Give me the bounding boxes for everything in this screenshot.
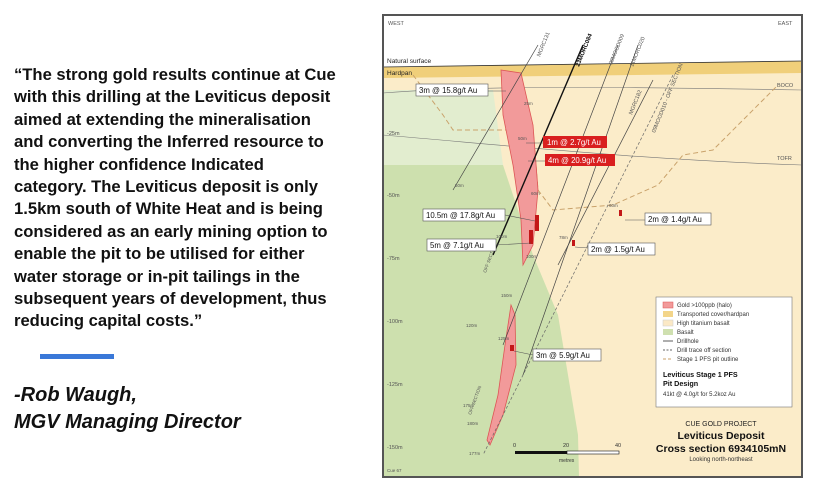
quote-line: “The strong gold results continue at Cue	[14, 65, 336, 84]
scale-bar: 0 20 40 metres	[513, 443, 621, 464]
hardpan-layer	[383, 61, 802, 78]
hole-depth-mark: 180m	[467, 421, 479, 426]
depth-label: -100m	[387, 319, 403, 325]
natural-surface-label: Natural surface	[387, 58, 431, 65]
depth-label: -150m	[387, 445, 403, 451]
pit-outline	[412, 74, 779, 211]
weathered-basalt-zone	[383, 90, 503, 165]
intercept-label: 10.5m @ 17.8g/t Au	[422, 208, 506, 222]
hole-depth-mark: 100m	[526, 254, 538, 259]
depth-label: -50m	[387, 193, 400, 199]
intercept-label: 5m @ 7.1g/t Au	[426, 238, 497, 252]
quote-line: subsequent years of development, thus	[14, 289, 327, 309]
author-name: -Rob Waugh,	[14, 384, 137, 406]
intercept-label: 1m @ 2.7g/t Au	[543, 136, 607, 148]
quote-line: reducing capital costs.”	[14, 311, 203, 331]
hole-depth-mark: 150m	[501, 293, 513, 298]
legend-item: Gold >100ppb (halo)	[677, 303, 732, 309]
cross-section-diagram: WEST EAST Natural surface Hardpan BOCO T…	[382, 15, 803, 477]
quote-line: considered as an early mining option to	[14, 221, 328, 241]
hole-depth-mark: 120m	[466, 323, 478, 328]
west-label: WEST	[388, 21, 405, 27]
svg-text:2m @ 1.5g/t Au: 2m @ 1.5g/t Au	[591, 245, 645, 254]
drillhole	[502, 44, 619, 346]
drillhole	[452, 44, 539, 191]
depth-label: -25m	[387, 131, 400, 137]
legend-item: Drill trace off section	[677, 348, 731, 354]
boco-label: BOCO	[777, 83, 794, 89]
gold-halo-lower	[486, 303, 517, 446]
intercept-label: 2m @ 1.5g/t Au	[587, 242, 656, 256]
deposit-title: Leviticus Deposit	[678, 430, 765, 442]
svg-text:5m @ 7.1g/t Au: 5m @ 7.1g/t Au	[430, 241, 484, 250]
drillhole	[557, 79, 654, 266]
accent-divider	[40, 354, 114, 359]
hole-depth-mark: 50m	[455, 183, 464, 188]
drillhole	[492, 44, 584, 256]
hole-depth-mark: 50m	[518, 136, 527, 141]
quote-line: with this drilling at the Leviticus depo…	[14, 87, 331, 107]
svg-text:20: 20	[563, 443, 569, 449]
drillhole	[522, 44, 639, 376]
cross-section-figure: WEST EAST Natural surface Hardpan BOCO T…	[382, 14, 803, 478]
hole-depth-mark: 177m	[469, 451, 481, 456]
quote-block: “The strong gold results continue at Cue…	[14, 64, 370, 333]
svg-text:0: 0	[513, 443, 516, 449]
pit-title: Leviticus Stage 1 PFS	[663, 370, 738, 379]
hole-depth-mark: 25m	[524, 101, 533, 106]
quote-line: aimed at extending the mineralisation	[14, 109, 311, 129]
quote-line: category. The Leviticus deposit is only	[14, 177, 318, 197]
hole-depth-mark: 125m	[498, 336, 510, 341]
svg-text:40: 40	[615, 443, 621, 449]
intercept-label: 2m @ 1.4g/t Au	[644, 212, 712, 226]
svg-text:3m @ 5.9g/t Au: 3m @ 5.9g/t Au	[536, 351, 590, 360]
svg-text:3m @ 15.8g/t Au: 3m @ 15.8g/t Au	[419, 86, 477, 95]
hole-depth-mark: 78m	[559, 235, 568, 240]
quote-line: 1.5km south of White Heat and is being	[14, 199, 323, 219]
depth-label: -125m	[387, 382, 403, 388]
depth-label: -75m	[387, 256, 400, 262]
legend-item: Basalt	[677, 330, 694, 336]
hole-depth-mark: 175m	[463, 403, 475, 408]
pit-title-2: Pit Design	[663, 379, 698, 388]
attribution: -Rob Waugh, MGV Managing Director	[14, 382, 241, 436]
intercept-label: 4m @ 20.9g/t Au	[545, 154, 615, 166]
quote-line: enable the pit to be utilised for either	[14, 244, 305, 264]
gold-halo-upper	[500, 69, 539, 267]
quote-line: the higher confidence Indicated	[14, 154, 264, 174]
hardpan-label: Hardpan	[387, 70, 412, 77]
legend-item: Drillhole	[677, 339, 699, 345]
intercept-label: 3m @ 5.9g/t Au	[532, 348, 602, 362]
quote-line: water storage or in-pit tailings in the	[14, 266, 300, 286]
author-title: MGV Managing Director	[14, 411, 241, 433]
hole-depth-mark: 100m	[496, 234, 508, 239]
svg-text:1m @ 2.7g/t Au: 1m @ 2.7g/t Au	[547, 138, 601, 147]
hole-depth-mark: 60m	[609, 203, 618, 208]
drill-trace-off-section	[482, 74, 674, 456]
quote-line: and converting the Inferred resource to	[14, 132, 324, 152]
section-title: Cross section 6934105mN	[656, 443, 786, 455]
looking-direction: Looking north-northeast	[689, 457, 753, 463]
east-label: EAST	[778, 21, 793, 27]
svg-text:4m @ 20.9g/t Au: 4m @ 20.9g/t Au	[548, 156, 606, 165]
svg-text:2m @ 1.4g/t Au: 2m @ 1.4g/t Au	[648, 215, 702, 224]
pit-subtitle: 41kt @ 4.0g/t for 5.2koz Au	[663, 392, 735, 398]
legend: Gold >100ppb (halo) Transported cover/ha…	[655, 296, 793, 408]
tofr-label: TOFR	[777, 156, 792, 162]
svg-text:metres: metres	[559, 458, 575, 464]
svg-text:10.5m @ 17.8g/t Au: 10.5m @ 17.8g/t Au	[426, 211, 495, 220]
hole-depth-mark: 60m	[531, 191, 540, 196]
figure-id: Cue 67	[387, 468, 402, 473]
legend-item: High titanium basalt	[677, 321, 730, 327]
intercept-label: 3m @ 15.8g/t Au	[415, 83, 489, 97]
legend-item: Transported cover/hardpan	[677, 312, 749, 318]
legend-item: Stage 1 PFS pit outline	[677, 357, 739, 363]
project-title: CUE GOLD PROJECT	[685, 421, 757, 428]
